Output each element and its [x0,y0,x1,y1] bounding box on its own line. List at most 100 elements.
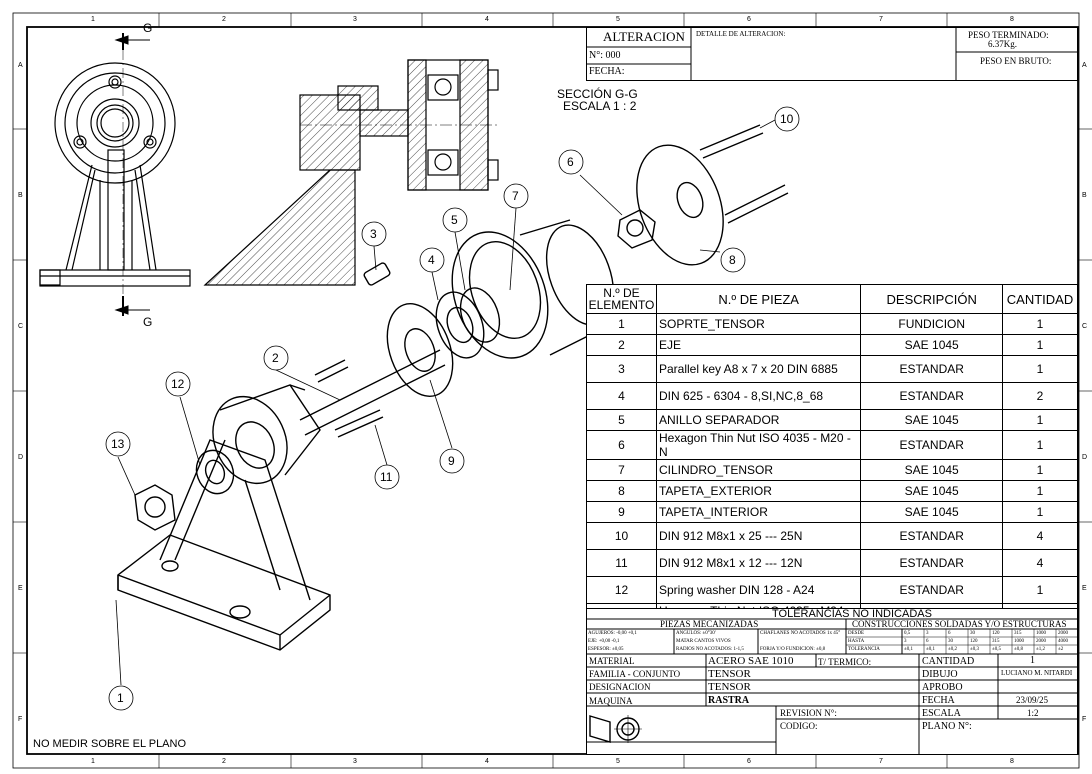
bom-cell-element: 6 [586,430,657,460]
tolerance-tol-cell: ±0,5 [992,647,1001,652]
balloon-12: 12 [171,377,185,391]
bom-cell-quantity: 1 [1002,480,1078,502]
balloon-3: 3 [370,227,377,241]
tolerance-hasta-cell: 2000 [1036,639,1046,644]
bill-of-materials: N.º DE ELEMENTO N.º DE PIEZA DESCRIPCIÓN… [586,284,1078,633]
bom-cell-element: 1 [586,313,657,335]
bom-cell-quantity: 1 [1002,576,1078,604]
treatment-label: T/ TERMICO: [818,657,872,667]
tolerance-hasta-cell: 30 [948,639,953,644]
balloon-8: 8 [729,253,736,267]
tolerance-tol-cell: ±0,8 [1014,647,1023,652]
bom-cell-part: TAPETA_EXTERIOR [655,480,862,502]
plan-number-label: PLANO N°: [922,721,972,732]
outer-frame [12,12,1080,769]
bom-cell-description: ESTANDAR [860,549,1004,577]
tolerance-machined: PIEZAS MECANIZADAS [660,619,759,629]
zone-col-8: 8 [1010,16,1014,23]
material-value: ACERO SAE 1010 [708,655,794,667]
balloon-10: 10 [780,112,794,126]
section-marker-top: G [143,21,153,35]
zone-col-2-bottom: 2 [222,758,226,765]
bom-cell-element: 9 [586,501,657,523]
bom-cell-description: SAE 1045 [860,334,1004,356]
balloon-13: 13 [111,437,125,451]
tolerance-tol-cell: ±0,3 [970,647,979,652]
finished-weight-value: 6.37Kg. [988,39,1017,49]
balloon-1: 1 [117,691,124,705]
bom-header-description: DESCRIPCIÓN [860,284,1004,314]
bom-cell-description: SAE 1045 [860,480,1004,502]
bom-cell-description: ESTANDAR [860,355,1004,383]
bom-cell-part: CILINDRO_TENSOR [655,459,862,481]
inner-frame [26,26,1079,755]
bom-cell-description: ESTANDAR [860,382,1004,410]
bom-cell-part: SOPRTE_TENSOR [655,313,862,335]
quantity-label: CANTIDAD [922,656,975,667]
revision-no-label: REVISION N°: [780,708,837,718]
bom-cell-description: ESTANDAR [860,430,1004,460]
tolerance-tol-cell: ±0,2 [948,647,957,652]
tol-m3: ESPESOR: ±0,05 [588,647,624,652]
drawn-label: DIBUJO [922,669,958,680]
finished-weight-label: PESO TERMINADO: [968,30,1049,40]
drawn-value: LUCIANO M. NITARDI [1001,669,1073,677]
isometric-assembly [117,124,789,651]
revision-detail-label: DETALLE DE ALTERACION: [696,30,786,38]
bom-cell-part: DIN 912 M8x1 x 12 --- 12N [655,549,862,577]
zone-col-4-bottom: 4 [485,758,489,765]
bom-cell-part: DIN 625 - 6304 - 8,SI,NC,8_68 [655,382,862,410]
tolerance-desde-cell: 0,5 [904,631,911,636]
bom-cell-quantity: 1 [1002,501,1078,523]
bom-cell-description: ESTANDAR [860,522,1004,550]
tol-hasta-label: HASTA [848,639,865,644]
zone-col-1: 1 [91,16,95,23]
date-value: 23/09/25 [1016,695,1049,705]
zone-col-7-bottom: 7 [879,758,883,765]
revision-title: ALTERACION [603,29,685,44]
bom-cell-element: 12 [586,576,657,604]
drawing-note: NO MEDIR SOBRE EL PLANO [33,738,187,750]
tolerance-hasta-cell: 315 [992,639,1000,644]
tolerance-welded: CONSTRUCCIONES SOLDADAS Y/O ESTRUCTURAS [852,619,1067,629]
zone-col-3-bottom: 3 [353,758,357,765]
zone-col-5: 5 [616,16,620,23]
balloon-5: 5 [451,213,458,227]
zone-row-a: A [18,62,23,69]
tolerance-hasta-cell: 4000 [1058,639,1068,644]
section-view [203,59,500,286]
zone-col-1-bottom: 1 [91,758,95,765]
bom-cell-quantity: 4 [1002,549,1078,577]
machine-value: RASTRA [708,695,750,706]
bom-cell-part: Spring washer DIN 128 - A24 [655,576,862,604]
section-title: SECCIÓN G-G [557,87,638,101]
bom-cell-quantity: 1 [1002,355,1078,383]
gross-weight-label: PESO EN BRUTO: [980,56,1052,66]
bom-cell-part: ANILLO SEPARADOR [655,409,862,431]
bom-cell-quantity: 1 [1002,409,1078,431]
zone-row-b-right: B [1082,192,1087,199]
tol-tol-label: TOLERANCIA [848,647,880,652]
zone-row-c-right: C [1082,323,1088,330]
tolerance-desde-cell: 1000 [1036,631,1046,636]
zone-col-8-bottom: 8 [1010,758,1014,765]
section-cut-line [114,33,150,316]
zone-row-b: B [18,192,23,199]
bom-cell-element: 2 [586,334,657,356]
approved-label: APROBO [922,682,963,693]
family-value: TENSOR [708,668,751,680]
balloon-4: 4 [428,253,435,267]
zone-col-7: 7 [879,16,883,23]
bom-cell-description: ESTANDAR [860,576,1004,604]
zone-col-2: 2 [222,16,226,23]
front-view [39,62,191,287]
zone-row-f-right: F [1082,716,1087,723]
